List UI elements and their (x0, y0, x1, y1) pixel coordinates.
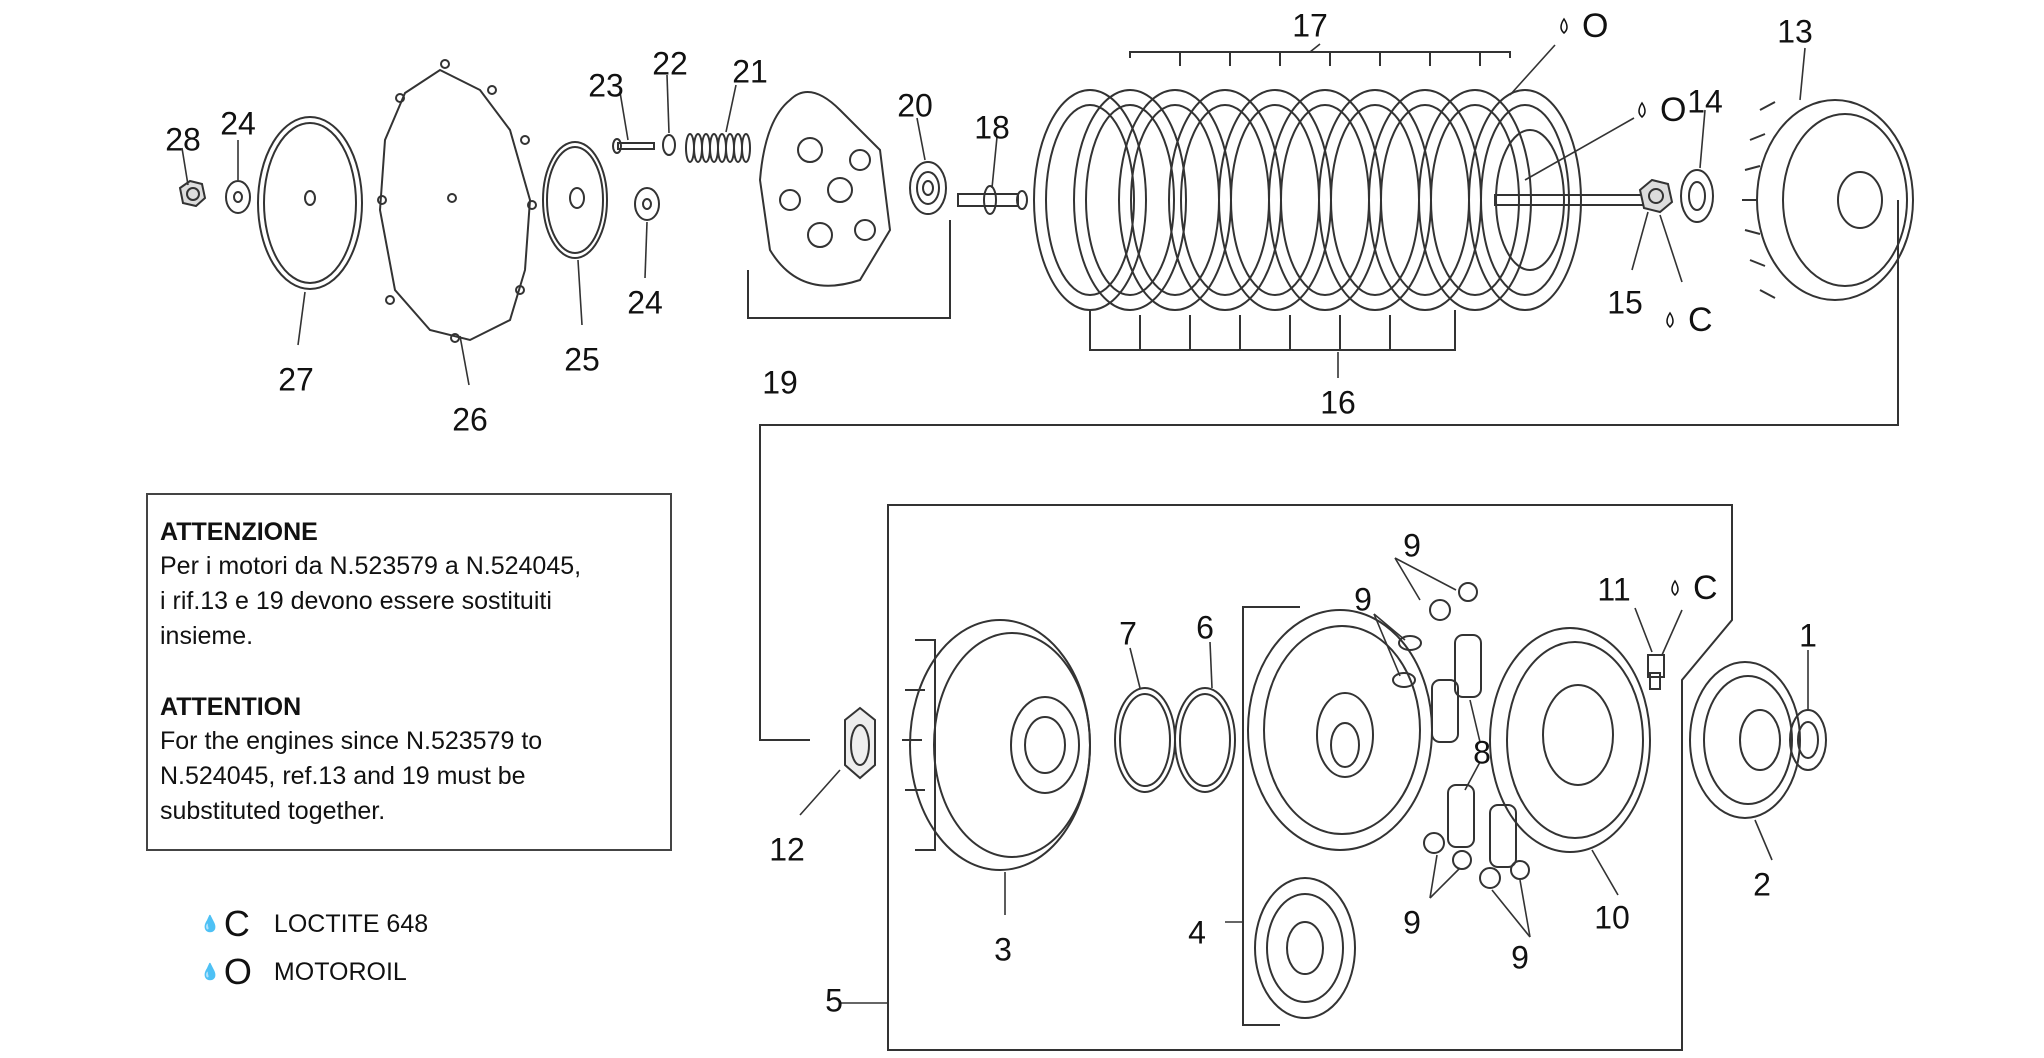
note-line-en-3: substituted together. (160, 797, 386, 825)
group-box-5 (887, 504, 1733, 1051)
drop-icon (1666, 311, 1674, 328)
damper-spring-part (1431, 634, 1517, 868)
note-line-en-1: For the engines since N.523579 to (160, 727, 543, 755)
nut-part (1638, 178, 1674, 214)
push-rod-part (957, 185, 1028, 215)
o-ring-part (1114, 687, 1176, 793)
callout-24: 24 (627, 284, 663, 320)
bolt-part (612, 138, 655, 154)
group-bracket-16 (1089, 310, 1456, 351)
callout-9: 9 (1354, 581, 1372, 617)
note-heading-en: ATTENTION (160, 693, 302, 721)
clutch-disc-pack (1033, 89, 1582, 311)
callout-9: 9 (1403, 527, 1421, 563)
small-gear-part (1254, 877, 1356, 1019)
drop-icon: 💧 (200, 916, 220, 933)
marker-o: O (1582, 7, 1608, 45)
leader-lines (181, 43, 1809, 1004)
cover-part (377, 59, 537, 343)
callout-10: 10 (1594, 899, 1630, 935)
washer-part (1680, 169, 1714, 223)
drop-icon: 💧 (200, 964, 220, 981)
marker-c: C (1688, 301, 1713, 339)
o-ring-part (1174, 687, 1236, 793)
drop-icon (1638, 101, 1646, 118)
nut-part (178, 179, 207, 208)
note-heading-it: ATTENZIONE (160, 518, 318, 546)
callout-16: 16 (1320, 384, 1356, 420)
clutch-housing-part (902, 619, 1091, 871)
callout-20: 20 (897, 87, 933, 123)
callout-22: 22 (652, 45, 688, 81)
callout-2: 2 (1753, 866, 1771, 902)
legend: 💧 C LOCTITE 648 💧 O MOTOROIL (200, 900, 428, 996)
note-line-it-2: i rif.13 e 19 devono essere sostituiti (160, 587, 552, 615)
callout-13: 13 (1777, 13, 1813, 49)
callout-28: 28 (165, 121, 201, 157)
washer-part (1789, 709, 1827, 771)
drop-icon (1671, 579, 1679, 596)
callout-23: 23 (588, 67, 624, 103)
rubber-pad-part (1392, 582, 1530, 889)
callout-19: 19 (762, 364, 798, 400)
nut-part (844, 706, 876, 780)
connector-line (759, 200, 1899, 741)
plate-part (542, 141, 608, 259)
damper-plate-part (1489, 627, 1651, 853)
callout-4: 4 (1188, 914, 1206, 950)
callout-17: 17 (1292, 7, 1328, 43)
callout-24: 24 (220, 105, 256, 141)
callout-26: 26 (452, 401, 488, 437)
callout-7: 7 (1119, 615, 1137, 651)
callout-18: 18 (974, 109, 1010, 145)
callout-6: 6 (1196, 609, 1214, 645)
callout-9: 9 (1403, 904, 1421, 940)
note-line-en-2: N.524045, ref.13 and 19 must be (160, 762, 526, 790)
group-bracket-4 (1242, 606, 1300, 1026)
legend-item-loctite: 💧 C LOCTITE 648 (200, 900, 428, 948)
marker-c: C (1693, 569, 1718, 607)
small-washer-part (662, 134, 676, 156)
note-line-it-3: insieme. (160, 622, 254, 650)
bearing-part (909, 161, 947, 215)
washer-part (634, 187, 660, 221)
callout-3: 3 (994, 931, 1012, 967)
callout-12: 12 (769, 831, 805, 867)
note-line-it-1: Per i motori da N.523579 a N.524045, (160, 552, 582, 580)
callout-21: 21 (732, 53, 768, 89)
washer-part (225, 180, 251, 214)
callout-14: 14 (1687, 83, 1723, 119)
callout-5: 5 (825, 982, 843, 1018)
callout-25: 25 (564, 341, 600, 377)
callout-11: 11 (1597, 571, 1630, 607)
gear-part (1689, 661, 1801, 819)
legend-symbol: C (223, 903, 250, 944)
marker-o: O (1660, 91, 1686, 129)
attention-note: ATTENZIONE Per i motori da N.523579 a N.… (146, 493, 672, 851)
clutch-hub-part (1742, 99, 1914, 301)
legend-item-motoroil: 💧 O MOTOROIL (200, 948, 428, 996)
legend-text: MOTOROIL (273, 957, 407, 986)
primary-gear-part (1247, 609, 1433, 851)
callout-27: 27 (278, 361, 314, 397)
group-bracket-17 (1129, 51, 1511, 66)
callout-15: 15 (1607, 284, 1643, 320)
group-bracket-19 (747, 220, 951, 319)
pressure-plate-part (758, 91, 892, 287)
drop-icon (1560, 17, 1568, 34)
gasket-part (257, 116, 363, 290)
legend-text: LOCTITE 648 (273, 909, 429, 938)
callout-1: 1 (1799, 617, 1817, 653)
callout-9: 9 (1511, 939, 1529, 975)
bolt-part (1647, 654, 1665, 690)
legend-symbol: O (223, 951, 252, 992)
callout-8: 8 (1473, 734, 1491, 770)
spring-part (685, 133, 751, 163)
